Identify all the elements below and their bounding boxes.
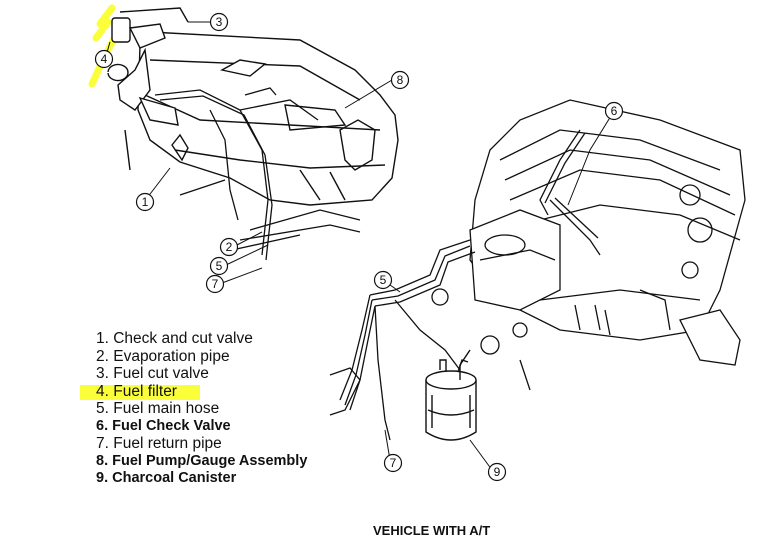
legend-label: 1. Check and cut valve <box>96 330 253 347</box>
svg-text:5: 5 <box>380 273 387 287</box>
legend-label: 6. Fuel Check Valve <box>96 417 231 434</box>
callout-7-tank: 7 <box>205 274 225 294</box>
svg-text:7: 7 <box>212 277 219 291</box>
svg-text:6: 6 <box>611 104 618 118</box>
svg-text:4: 4 <box>101 52 108 66</box>
parts-legend: 1. Check and cut valve 2. Evaporation pi… <box>80 330 356 488</box>
svg-text:5: 5 <box>216 259 223 273</box>
highlight-bar <box>80 384 200 400</box>
engine-fuel-lines <box>329 129 601 441</box>
legend-item: 9. Charcoal Canister <box>96 470 356 488</box>
callout-2: 2 <box>219 237 239 257</box>
carburetor <box>431 209 611 391</box>
charcoal-canister <box>425 349 477 441</box>
legend-label: 9. Charcoal Canister <box>96 470 237 486</box>
legend-item: 3. Fuel cut valve <box>96 365 356 383</box>
legend-item: 8. Fuel Pump/Gauge Assembly <box>96 453 356 471</box>
callout-4: 4 <box>94 49 114 69</box>
legend-item-highlighted: 4. Fuel filter <box>80 382 356 401</box>
svg-text:7: 7 <box>390 456 397 470</box>
svg-text:2: 2 <box>226 240 233 254</box>
legend-label: 5. Fuel main hose <box>96 400 220 417</box>
callout-7-engine: 7 <box>383 453 403 473</box>
callout-9: 9 <box>487 462 507 482</box>
svg-text:8: 8 <box>397 73 404 87</box>
fuel-tank <box>137 31 399 206</box>
callouts: 3 4 8 6 1 2 5 <box>94 12 624 482</box>
legend-item: 1. Check and cut valve <box>96 330 356 348</box>
svg-text:3: 3 <box>216 15 223 29</box>
legend-label: 8. Fuel Pump/Gauge Assembly <box>96 452 308 469</box>
legend-label: 2. Evaporation pipe <box>96 347 230 365</box>
diagram-caption: VEHICLE WITH A/T <box>373 523 491 538</box>
legend-item: 6. Fuel Check Valve <box>96 418 356 436</box>
callout-5-engine: 5 <box>373 270 393 290</box>
legend-item: 5. Fuel main hose <box>96 400 356 418</box>
legend-label: 3. Fuel cut valve <box>96 365 209 382</box>
tank-pipes <box>154 87 361 261</box>
legend-item: 7. Fuel return pipe <box>96 435 356 453</box>
legend-item: 2. Evaporation pipe <box>96 348 356 366</box>
leader-lines <box>105 21 615 471</box>
callout-8: 8 <box>390 70 410 90</box>
fuel-filter-assembly <box>107 7 189 171</box>
legend-label: 7. Fuel return pipe <box>96 435 222 452</box>
callout-5-tank: 5 <box>209 256 229 276</box>
legend-label: 4. Fuel filter <box>96 382 177 400</box>
svg-text:9: 9 <box>494 465 501 479</box>
callout-1: 1 <box>135 192 155 212</box>
callout-3: 3 <box>209 12 229 32</box>
svg-text:1: 1 <box>142 195 149 209</box>
callout-6: 6 <box>604 101 624 121</box>
